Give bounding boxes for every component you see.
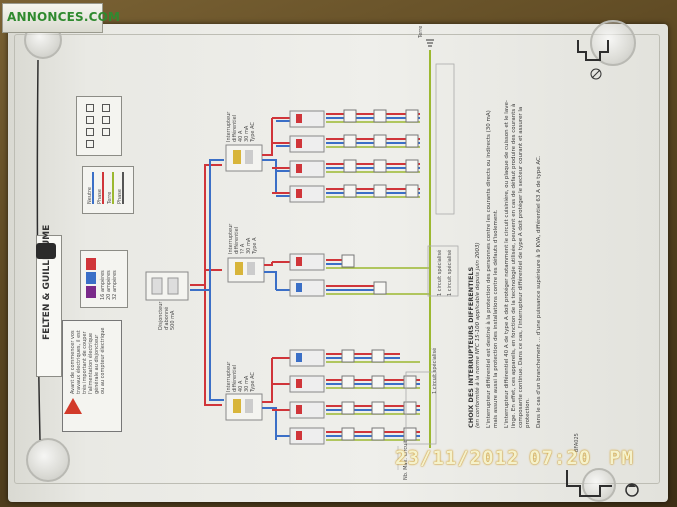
diff-switch-bot [225,393,263,421]
bottom-circuit-rows [272,353,420,441]
notes-bullet-1: L'interrupteur différentiel est destiné … [486,110,499,428]
board-inner-frame [14,34,660,484]
notes-bullet-2: L'interrupteur différentiel 40 A de type… [504,100,531,428]
earth-label: Terre [418,25,424,38]
site-logo-text: ANNONCES.COM [7,10,121,24]
wire-legend-earth: Terre [107,191,113,204]
warning-triangle-icon [64,398,82,414]
legend-swatch-blue [86,272,96,284]
stamp-time: 07:20 [529,447,592,469]
suction-cup-bottom-left [26,438,70,482]
site-logo: ANNONCES.COM [2,3,120,33]
wire-legend-phase: Phase [97,189,103,204]
warning-text: Avant de commencer vos travaux électriqu… [70,327,106,394]
stamp-ampm: PM [609,447,634,469]
notes-bullet-3: Dans le cas d'un branchement ... d'une p… [536,155,542,428]
diff-switch-top [225,144,263,172]
wire-legend-neutral: Neutre [87,187,93,204]
symbols-legend [76,96,122,156]
notes-title: CHOIX DES INTERRUPTEURS DIFFERENTIELS [467,266,475,428]
top-circuit-rows [272,113,420,198]
wire-color-legend [82,166,134,214]
circuit-label-a: 1 circuit spécialisé [437,249,443,296]
circuit-label-c: 1 circuit spécialisé [432,347,438,394]
circuit-label-b: 1 circuit spécialisé [447,249,453,296]
legend-swatch-purple [86,286,96,298]
main-breaker [145,271,189,301]
legend-swatch-red [86,258,96,270]
brand-logo-icon [36,243,56,259]
notes-block: CHOIX DES INTERRUPTEURS DIFFERENTIELS (e… [467,98,543,428]
suction-cup-top-right [590,20,636,66]
notes-subtitle: (en conformité à la norme NFC 15-100 app… [475,242,481,428]
no-entry-icon [590,68,602,80]
diff-switch-mid [227,257,265,283]
bracket-icon [566,40,612,497]
earth-symbol-icon [426,39,434,47]
stamp-date: 23/11/2012 [395,447,520,469]
legend-row-3: 32 ampères [112,270,118,300]
wire-legend-phase-2: Phase [117,189,123,204]
recycle-icon [625,483,639,497]
